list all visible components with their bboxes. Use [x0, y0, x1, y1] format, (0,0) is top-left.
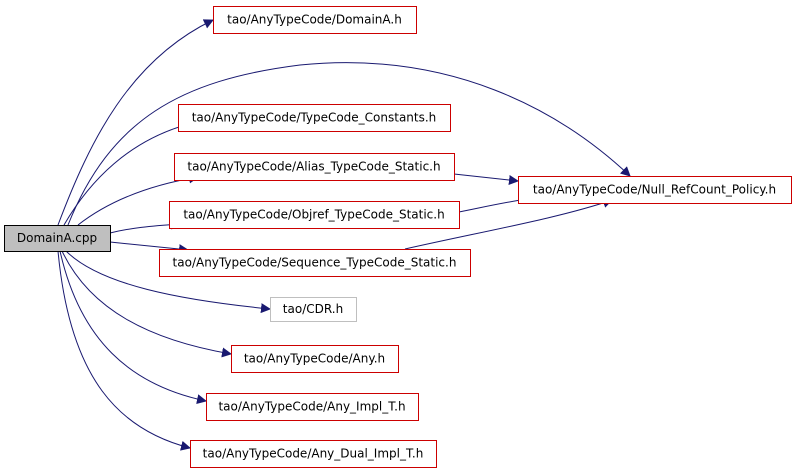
node-domaina-cpp: DomainA.cpp	[4, 225, 111, 252]
edge-domaina-cpp-to-domaina-h	[57, 19, 214, 226]
node-label: DomainA.cpp	[17, 231, 97, 245]
node-box	[169, 201, 460, 229]
edges-layer	[57, 19, 631, 451]
node-label: tao/AnyTypeCode/TypeCode_Constants.h	[192, 111, 437, 125]
edge-domaina-cpp-to-any-dual-impl-t-h	[57, 250, 191, 451]
node-domaina-h[interactable]: tao/AnyTypeCode/DomainA.h	[213, 6, 417, 34]
node-label: tao/AnyTypeCode/Any.h	[244, 352, 385, 366]
node-box	[231, 345, 399, 373]
node-cdr-h[interactable]: tao/CDR.h	[270, 297, 357, 322]
node-box	[159, 249, 471, 277]
edge-domaina-cpp-to-typecode-constants-h	[63, 121, 190, 226]
node-box	[213, 6, 417, 34]
node-label: tao/AnyTypeCode/Null_RefCount_Policy.h	[533, 183, 776, 197]
node-label: tao/AnyTypeCode/Any_Dual_Impl_T.h	[203, 447, 424, 461]
edge-domaina-cpp-to-sequence-typecode-static-h	[109, 241, 189, 255]
node-label: tao/AnyTypeCode/Alias_TypeCode_Static.h	[187, 160, 440, 174]
node-typecode-constants-h[interactable]: tao/AnyTypeCode/TypeCode_Constants.h	[178, 104, 451, 132]
edge-alias-typecode-static-h-to-null-refcount-policy-h	[453, 173, 519, 185]
edge-domaina-cpp-to-null-refcount-policy-h	[67, 62, 631, 226]
node-label: tao/AnyTypeCode/Sequence_TypeCode_Static…	[173, 256, 457, 270]
node-box	[4, 225, 111, 252]
node-label: tao/CDR.h	[283, 302, 343, 316]
node-label: tao/AnyTypeCode/DomainA.h	[227, 13, 402, 27]
edge-sequence-typecode-static-h-to-null-refcount-policy-h	[404, 198, 613, 250]
node-any-h[interactable]: tao/AnyTypeCode/Any.h	[231, 345, 399, 373]
node-alias-typecode-static-h[interactable]: tao/AnyTypeCode/Alias_TypeCode_Static.h	[174, 153, 455, 181]
node-box	[174, 153, 455, 181]
node-sequence-typecode-static-h[interactable]: tao/AnyTypeCode/Sequence_TypeCode_Static…	[159, 249, 471, 277]
node-box	[518, 176, 792, 204]
node-objref-typecode-static-h[interactable]: tao/AnyTypeCode/Objref_TypeCode_Static.h	[169, 201, 460, 229]
node-label: tao/AnyTypeCode/Objref_TypeCode_Static.h	[183, 208, 444, 222]
edge-domaina-cpp-to-any-h	[61, 250, 232, 358]
node-null-refcount-policy-h[interactable]: tao/AnyTypeCode/Null_RefCount_Policy.h	[518, 176, 792, 204]
edge-domaina-cpp-to-cdr-h	[65, 250, 271, 314]
edge-domaina-cpp-to-any-impl-t-h	[59, 250, 207, 405]
node-any-dual-impl-t-h[interactable]: tao/AnyTypeCode/Any_Dual_Impl_T.h	[190, 440, 437, 468]
node-box	[190, 440, 437, 468]
nodes-layer: DomainA.cpp tao/AnyTypeCode/DomainA.h tao/…	[4, 6, 792, 468]
node-any-impl-t-h[interactable]: tao/AnyTypeCode/Any_Impl_T.h	[206, 393, 419, 421]
node-label: tao/AnyTypeCode/Any_Impl_T.h	[218, 400, 405, 414]
node-box	[178, 104, 451, 132]
node-box	[270, 297, 357, 322]
node-box	[206, 393, 419, 421]
